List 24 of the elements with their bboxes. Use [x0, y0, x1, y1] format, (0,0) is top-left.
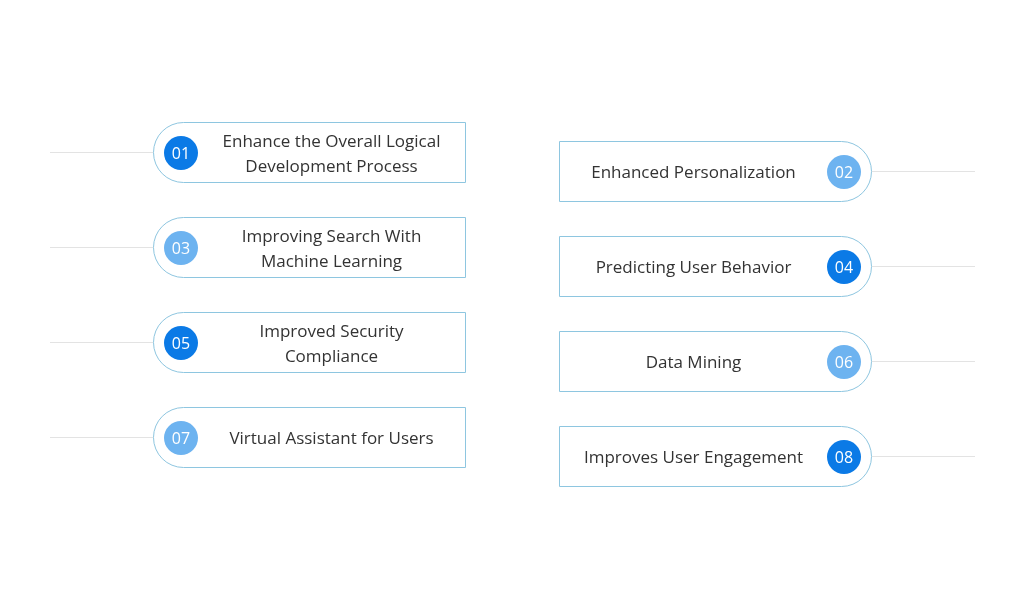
card-title: Improved Security Compliance — [258, 317, 405, 368]
feature-card — [153, 407, 466, 468]
feature-card — [559, 141, 872, 202]
card-title: Improving Search With Machine Learning — [240, 222, 423, 273]
feature-card — [559, 236, 872, 297]
number-badge: 03 — [164, 230, 198, 265]
number-badge: 06 — [827, 344, 861, 379]
feature-card — [559, 331, 872, 392]
feature-card — [559, 426, 872, 487]
card-title: Enhance the Overall Logical Development Process — [221, 127, 442, 178]
card-title: Predicting User Behavior — [594, 254, 793, 279]
card-title: Virtual Assistant for Users — [228, 425, 435, 450]
number-badge: 01 — [164, 135, 198, 170]
number-badge: 02 — [827, 154, 861, 189]
feature-card — [153, 312, 466, 373]
number-badge: 04 — [827, 249, 861, 284]
feature-card — [153, 217, 466, 278]
number-badge: 05 — [164, 325, 198, 360]
feature-card — [153, 122, 466, 183]
card-title: Data Mining — [644, 349, 743, 374]
number-badge: 08 — [827, 439, 861, 474]
card-title: Enhanced Personalization — [590, 159, 797, 184]
number-badge: 07 — [164, 420, 198, 455]
card-title: Improves User Engagement — [582, 444, 805, 469]
